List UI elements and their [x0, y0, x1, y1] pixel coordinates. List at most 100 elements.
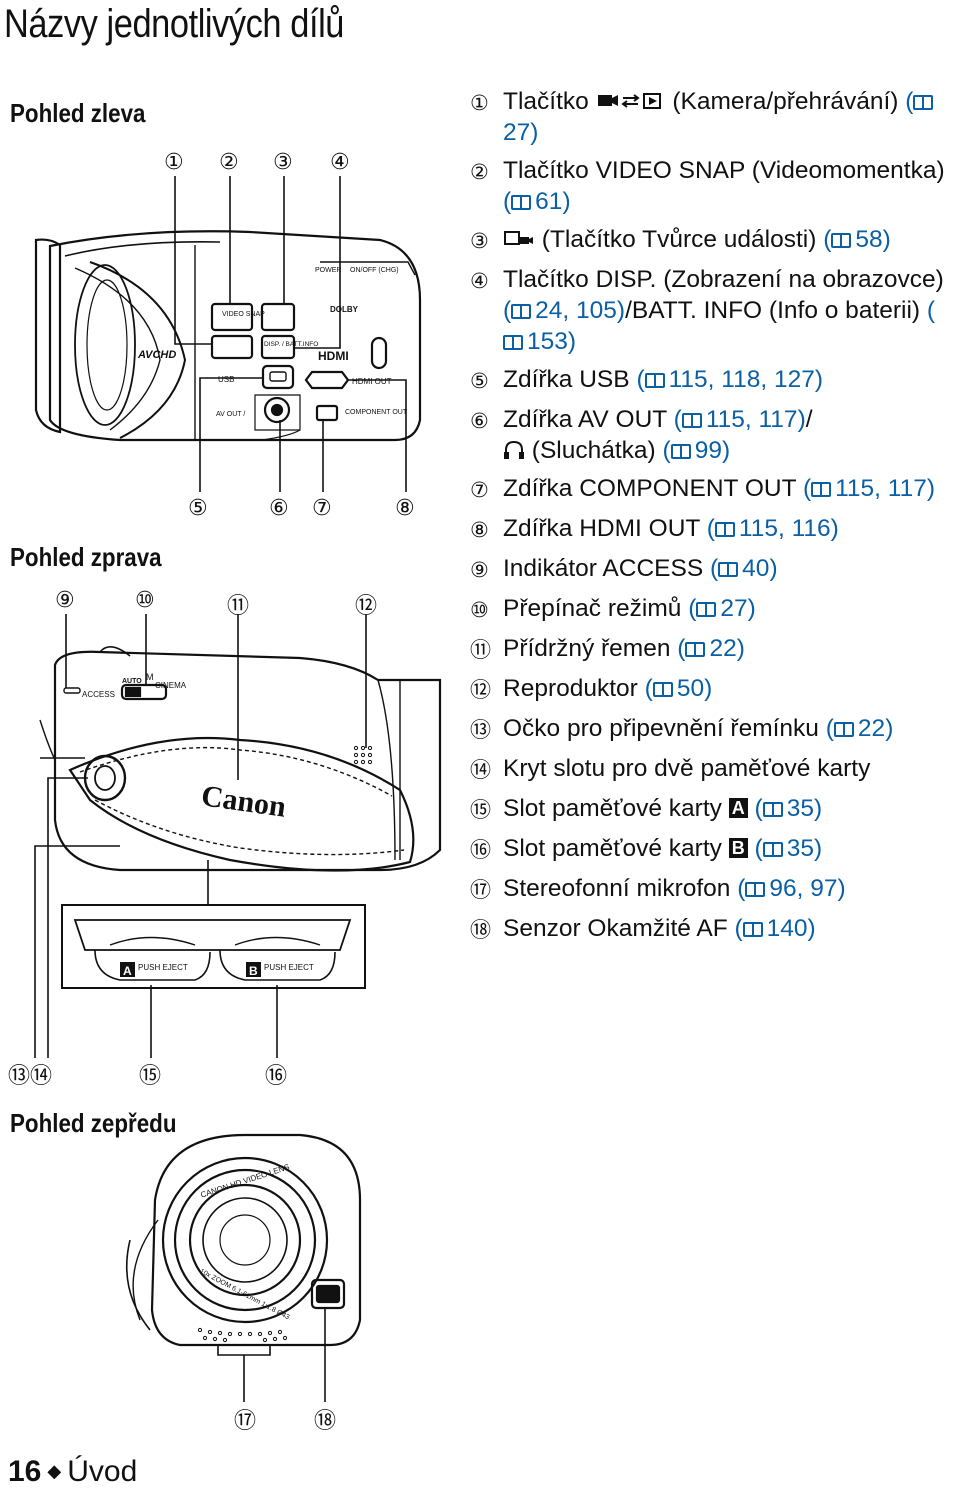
- book-icon: [833, 722, 854, 737]
- page-ref-link[interactable]: (35): [754, 795, 823, 822]
- legend-item-8: ⑧ Zdířka HDMI OUT (115, 116): [470, 515, 839, 542]
- label-hdmi-out: HDMI OUT: [352, 377, 392, 386]
- callout-1: ①: [164, 150, 184, 175]
- book-icon: [503, 335, 523, 350]
- page-footer: 16◆Úvod: [8, 1455, 137, 1489]
- page-ref-link[interactable]: (22): [825, 715, 894, 742]
- headphones-icon: [503, 437, 525, 459]
- page-ref-link[interactable]: (153): [503, 297, 935, 355]
- book-icon: [714, 522, 735, 537]
- legend-item-14: ⑭ Kryt slotu pro dvě paměťové karty: [470, 755, 871, 782]
- callout-7: ⑦: [312, 496, 332, 521]
- legend-item-13: ⑬ Očko pro připevnění řemínku (22): [470, 715, 894, 742]
- callout-9: ⑨: [55, 588, 75, 613]
- slot-a-badge-icon: A: [728, 798, 748, 818]
- slot-b-badge: [246, 962, 261, 977]
- label-access: ACCESS: [82, 690, 115, 699]
- callout-5: ⑤: [188, 496, 208, 521]
- section-front-view: Pohled zepředu: [10, 1108, 177, 1138]
- card-slot-detail: [61, 904, 366, 989]
- label-disp: DISP. / BATT.INFO: [264, 341, 318, 348]
- page-ref-link[interactable]: (115, 117): [802, 475, 936, 502]
- label-component-out: COMPONENT OUT: [345, 409, 408, 416]
- book-icon: [696, 602, 717, 617]
- diamond-icon: ◆: [47, 1461, 62, 1481]
- book-icon: [670, 444, 691, 459]
- legend-item-18: ⑱ Senzor Okamžité AF (140): [470, 915, 816, 942]
- page-ref-link[interactable]: (22): [677, 635, 745, 662]
- page-ref-link[interactable]: (24, 105): [503, 297, 626, 324]
- page-ref-link[interactable]: (115, 116): [706, 515, 839, 542]
- label-dolby: DOLBY: [330, 305, 359, 314]
- callout-12: ⑫: [355, 594, 378, 619]
- footer-section: Úvod: [67, 1455, 138, 1488]
- canon-logo: Canon: [199, 779, 288, 824]
- page-ref-link[interactable]: (27): [503, 88, 937, 146]
- callout-17: ⑰: [234, 1409, 257, 1434]
- label-av-out: AV OUT /: [216, 411, 245, 418]
- callout-11: ⑪: [227, 594, 250, 619]
- label-push-eject-a: PUSH EJECT: [138, 963, 188, 972]
- label-power: POWER: [315, 267, 341, 274]
- page-ref-link[interactable]: (96, 97): [737, 875, 846, 902]
- callout-4: ④: [330, 150, 350, 175]
- label-cinema: CINEMA: [155, 681, 187, 690]
- legend-item-1: ① Tlačítko (Kamera/přehrávání) (27): [470, 86, 955, 148]
- page-ref-link[interactable]: (140): [734, 915, 816, 942]
- legend-item-12: ⑫ Reproduktor (50): [470, 675, 713, 702]
- legend-item-10: ⑩ Přepínač režimů (27): [470, 595, 756, 622]
- page-ref-link[interactable]: (50): [644, 675, 713, 702]
- book-icon: [652, 682, 673, 697]
- legend-item-2: ② Tlačítko VIDEO SNAP (Videomomentka) (6…: [470, 157, 945, 215]
- callout-3: ③: [273, 150, 293, 175]
- book-icon: [742, 922, 763, 937]
- book-icon: [644, 373, 665, 388]
- legend-item-4: ④ Tlačítko DISP. (Zobrazení na obrazovce…: [470, 266, 944, 355]
- slot-b-label: B: [249, 964, 258, 978]
- legend-item-11: ⑪ Přídržný řemen (22): [470, 635, 745, 662]
- label-video-snap: VIDEO SNAP: [222, 311, 265, 318]
- page-ref-link[interactable]: (61): [503, 188, 571, 215]
- story-creator-icon: [503, 226, 535, 246]
- front-view-illustration: [125, 1133, 362, 1347]
- legend-item-9: ⑨ Indikátor ACCESS (40): [470, 555, 778, 582]
- callout-10: ⑩: [135, 588, 155, 613]
- label-hdmi-logo: HDMI: [318, 349, 349, 363]
- callout-2: ②: [219, 150, 239, 175]
- slot-a-badge: [120, 962, 135, 977]
- book-icon: [685, 642, 706, 657]
- parts-legend: ① Tlačítko (Kamera/přehrávání) (27) ② Tl…: [470, 86, 955, 953]
- label-on-off: ON/OFF (CHG): [350, 267, 399, 274]
- book-icon: [913, 95, 934, 110]
- page-ref-link[interactable]: (27): [688, 595, 756, 622]
- slot-b-badge-icon: B: [728, 838, 748, 858]
- legend-item-6: ⑥ Zdířka AV OUT (115, 117)/ (Sluchátka) …: [470, 406, 813, 464]
- label-m: M: [146, 672, 154, 682]
- label-push-eject-b: PUSH EJECT: [264, 963, 314, 972]
- book-icon: [511, 304, 532, 319]
- page-ref-link[interactable]: (115, 118, 127): [636, 366, 824, 393]
- book-icon: [762, 802, 783, 817]
- page-title: Názvy jednotlivých dílů: [4, 2, 345, 46]
- label-lens-bottom: 10x ZOOM 6.1-61mm 1:1.8 Ø43: [198, 1268, 290, 1321]
- page-ref-link[interactable]: (115, 117): [673, 406, 806, 433]
- page-ref-link[interactable]: (58): [823, 226, 891, 253]
- book-icon: [745, 882, 766, 897]
- callout-18: ⑱: [314, 1409, 337, 1434]
- left-view-illustration: [34, 230, 422, 442]
- legend-item-16: ⑯ Slot paměťové karty B (35): [470, 835, 823, 862]
- callout-13-14: ⑬⑭: [8, 1064, 53, 1089]
- book-icon: [718, 562, 739, 577]
- label-avchd: AVCHD: [137, 349, 176, 361]
- section-left-view: Pohled zleva: [10, 98, 146, 128]
- camera-playback-icon: [596, 88, 666, 109]
- label-usb: USB: [218, 375, 234, 384]
- book-icon: [831, 233, 852, 248]
- page-ref-link[interactable]: (99): [662, 437, 731, 464]
- page-number: 16: [8, 1455, 42, 1488]
- page-ref-link[interactable]: (40): [710, 555, 778, 582]
- label-auto: AUTO: [122, 678, 142, 685]
- slot-a-label: A: [123, 964, 132, 978]
- callout-15: ⑮: [139, 1064, 162, 1089]
- page-ref-link[interactable]: (35): [754, 835, 823, 862]
